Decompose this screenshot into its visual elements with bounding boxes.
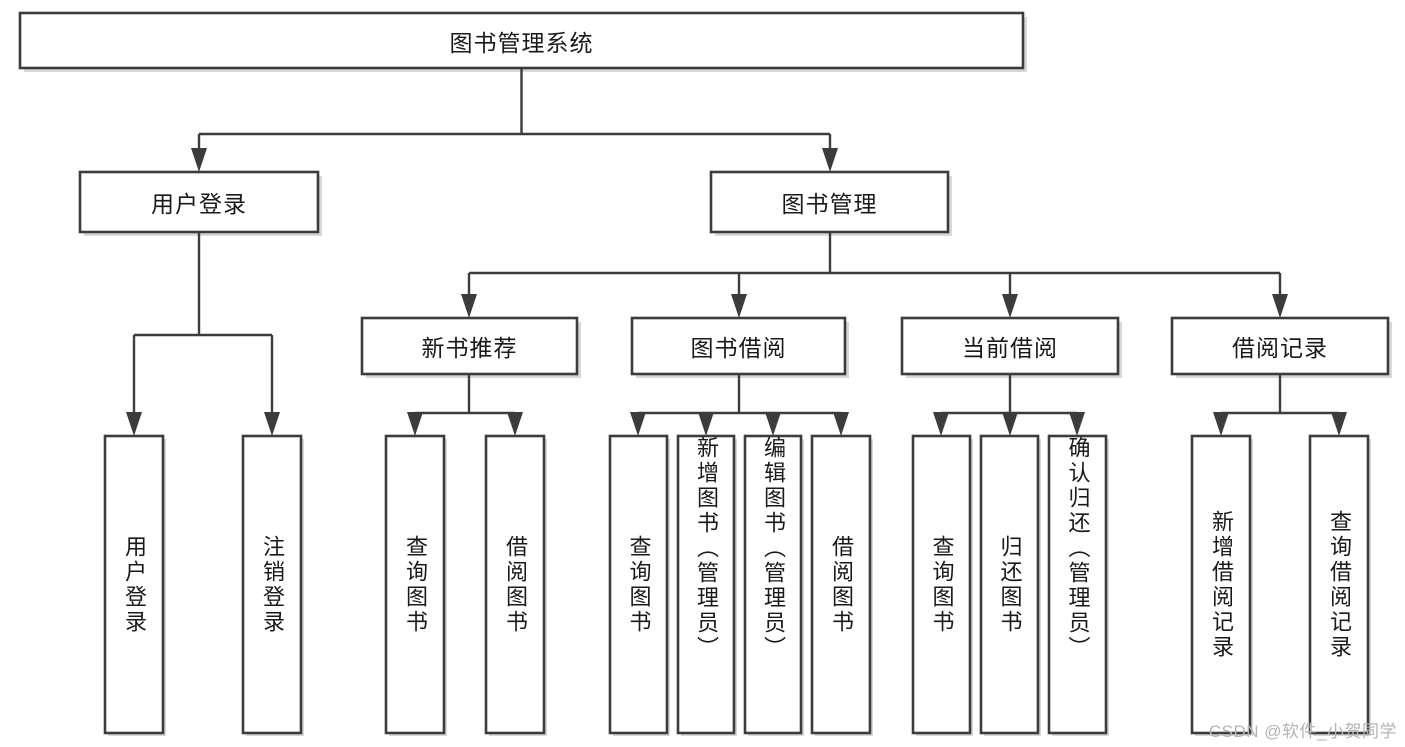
connector-root-to-level2	[191, 68, 838, 172]
node-current-borrow-rect	[900, 316, 1120, 376]
node-current-borrow[interactable]	[900, 316, 1122, 378]
arrow-to-leaf-borrow-book-1	[507, 412, 523, 436]
node-root-rect	[18, 11, 1025, 70]
connector-user-login-to-leaves	[126, 232, 280, 436]
connector-current-borrow-to-leaves	[933, 374, 1085, 436]
arrow-to-borrow-record	[1272, 294, 1288, 318]
node-leaf-add-record[interactable]	[1190, 434, 1253, 736]
node-leaf-query-book-1[interactable]	[384, 434, 447, 736]
arrow-to-leaf-confirm-return	[1069, 412, 1085, 436]
node-leaf-user-login[interactable]	[103, 434, 166, 736]
arrow-to-leaf-add-book	[698, 412, 714, 436]
node-leaf-return-book[interactable]	[979, 434, 1041, 736]
node-borrow-record[interactable]	[1170, 316, 1392, 378]
node-leaf-query-book-3[interactable]	[911, 434, 973, 736]
node-leaf-user-logout[interactable]	[241, 434, 304, 736]
arrow-to-leaf-query-book-2	[630, 412, 646, 436]
connector-book-manage-to-level3	[461, 232, 1288, 318]
arrow-to-book-borrow	[731, 294, 747, 318]
node-leaf-add-book[interactable]	[676, 434, 737, 736]
node-user-login-rect	[78, 170, 320, 234]
arrow-to-leaf-user-login	[126, 412, 142, 436]
node-book-manage[interactable]	[709, 170, 952, 236]
arrow-to-leaf-query-book-3	[933, 412, 949, 436]
connector-book-borrow-to-leaves	[630, 374, 849, 436]
node-new-book-rec[interactable]	[360, 316, 581, 378]
arrow-to-book-manage	[822, 148, 838, 172]
arrow-to-leaf-return-book	[1002, 412, 1018, 436]
node-borrow-record-rect	[1170, 316, 1390, 376]
connector-new-book-rec-to-leaves	[407, 374, 523, 436]
arrow-to-leaf-add-record	[1213, 412, 1229, 436]
node-user-login[interactable]	[78, 170, 322, 236]
node-leaf-edit-book[interactable]	[743, 434, 804, 736]
csdn-watermark: CSDN @软件_小贺同学	[1208, 722, 1397, 741]
arrow-to-leaf-edit-book	[765, 412, 781, 436]
node-leaf-query-record[interactable]	[1308, 434, 1371, 736]
arrow-to-leaf-user-logout	[264, 412, 280, 436]
leaf-boxes	[103, 434, 1371, 736]
node-book-manage-rect	[709, 170, 950, 234]
arrow-to-leaf-query-record	[1331, 412, 1347, 436]
node-leaf-borrow-book-2[interactable]	[810, 434, 873, 736]
arrow-to-current-borrow	[1002, 294, 1018, 318]
node-book-borrow[interactable]	[630, 316, 849, 378]
node-root[interactable]	[18, 11, 1027, 72]
node-leaf-confirm-return[interactable]	[1047, 434, 1109, 736]
arrow-to-new-book-rec	[461, 294, 477, 318]
arrow-to-leaf-borrow-book-2	[833, 412, 849, 436]
node-new-book-rec-rect	[360, 316, 579, 376]
node-leaf-query-book-2[interactable]	[608, 434, 670, 736]
node-leaf-borrow-book-1[interactable]	[484, 434, 547, 736]
node-book-borrow-rect	[630, 316, 847, 376]
arrow-to-user-login	[191, 148, 207, 172]
arrow-to-leaf-query-book-1	[407, 412, 423, 436]
connector-borrow-record-to-leaves	[1213, 374, 1347, 436]
